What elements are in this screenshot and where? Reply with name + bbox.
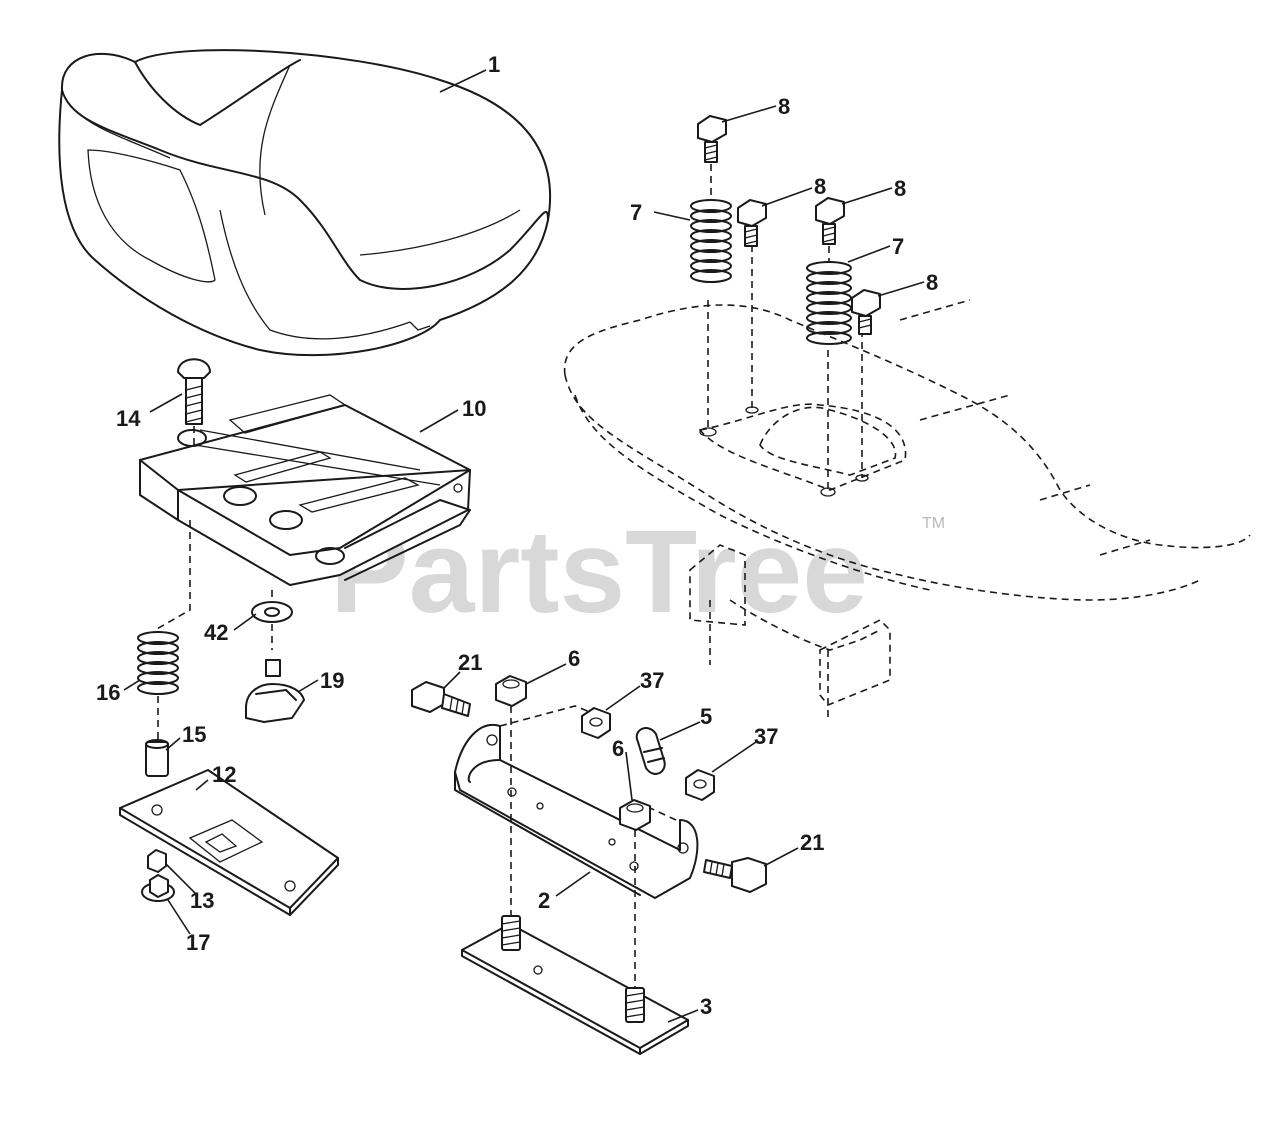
callout-8-right: 8 xyxy=(926,270,938,295)
callout-5: 5 xyxy=(700,704,712,729)
part-seat xyxy=(58,49,552,357)
callout-7-left: 7 xyxy=(630,200,642,225)
part-carriage-bolt xyxy=(177,358,211,450)
callout-16: 16 xyxy=(96,680,120,705)
callout-42: 42 xyxy=(204,620,228,645)
callout-2: 2 xyxy=(538,888,550,913)
part-spring-7b xyxy=(806,261,852,345)
callout-7-right: 7 xyxy=(892,234,904,259)
leader-lines xyxy=(123,69,925,1023)
callout-37-top: 37 xyxy=(640,668,664,693)
part-shoulder-bolt-21b xyxy=(703,857,767,893)
watermark-trademark: TM xyxy=(922,515,945,532)
part-bolt-8d xyxy=(851,289,881,335)
part-clip xyxy=(635,727,666,775)
callout-1: 1 xyxy=(488,52,500,77)
part-lower-plate xyxy=(461,915,689,1055)
part-bolt-8a xyxy=(697,115,727,198)
callout-21-right: 21 xyxy=(800,830,824,855)
callout-6-mid: 6 xyxy=(612,736,624,761)
callout-8-mid-right: 8 xyxy=(894,176,906,201)
callout-13: 13 xyxy=(190,888,214,913)
callout-10: 10 xyxy=(462,396,486,421)
callout-15: 15 xyxy=(182,722,206,747)
part-nut-6a xyxy=(495,675,527,920)
callout-8-top: 8 xyxy=(778,94,790,119)
tractor-frame xyxy=(563,245,1251,720)
callout-6-top: 6 xyxy=(568,646,580,671)
callout-21-left: 21 xyxy=(458,650,482,675)
part-nut-37b xyxy=(685,769,715,801)
part-adjust-plate xyxy=(119,769,339,916)
part-seat-pan xyxy=(139,394,471,631)
part-washer xyxy=(251,590,293,650)
callout-19: 19 xyxy=(320,668,344,693)
callout-12: 12 xyxy=(212,762,236,787)
part-spring-small xyxy=(137,631,179,740)
part-shoulder-bolt-21a xyxy=(411,681,471,717)
part-spring-7a xyxy=(690,199,732,283)
callout-3: 3 xyxy=(700,994,712,1019)
callout-14: 14 xyxy=(116,406,141,431)
part-flange-nut-17 xyxy=(141,874,175,902)
callout-17: 17 xyxy=(186,930,210,955)
part-bolt-8c xyxy=(815,197,845,262)
part-bolt-8b xyxy=(737,199,767,247)
callout-37-right: 37 xyxy=(754,724,778,749)
callout-8-mid-left: 8 xyxy=(814,174,826,199)
callouts: 1 8 8 8 7 7 8 10 14 42 19 16 15 12 13 17… xyxy=(96,52,938,1019)
part-knob xyxy=(245,659,305,723)
part-seat-bracket xyxy=(454,705,699,899)
part-spacer xyxy=(145,739,169,777)
part-nut-6b xyxy=(619,799,651,990)
part-nut-13 xyxy=(147,849,167,873)
part-nut-37a xyxy=(581,707,611,739)
